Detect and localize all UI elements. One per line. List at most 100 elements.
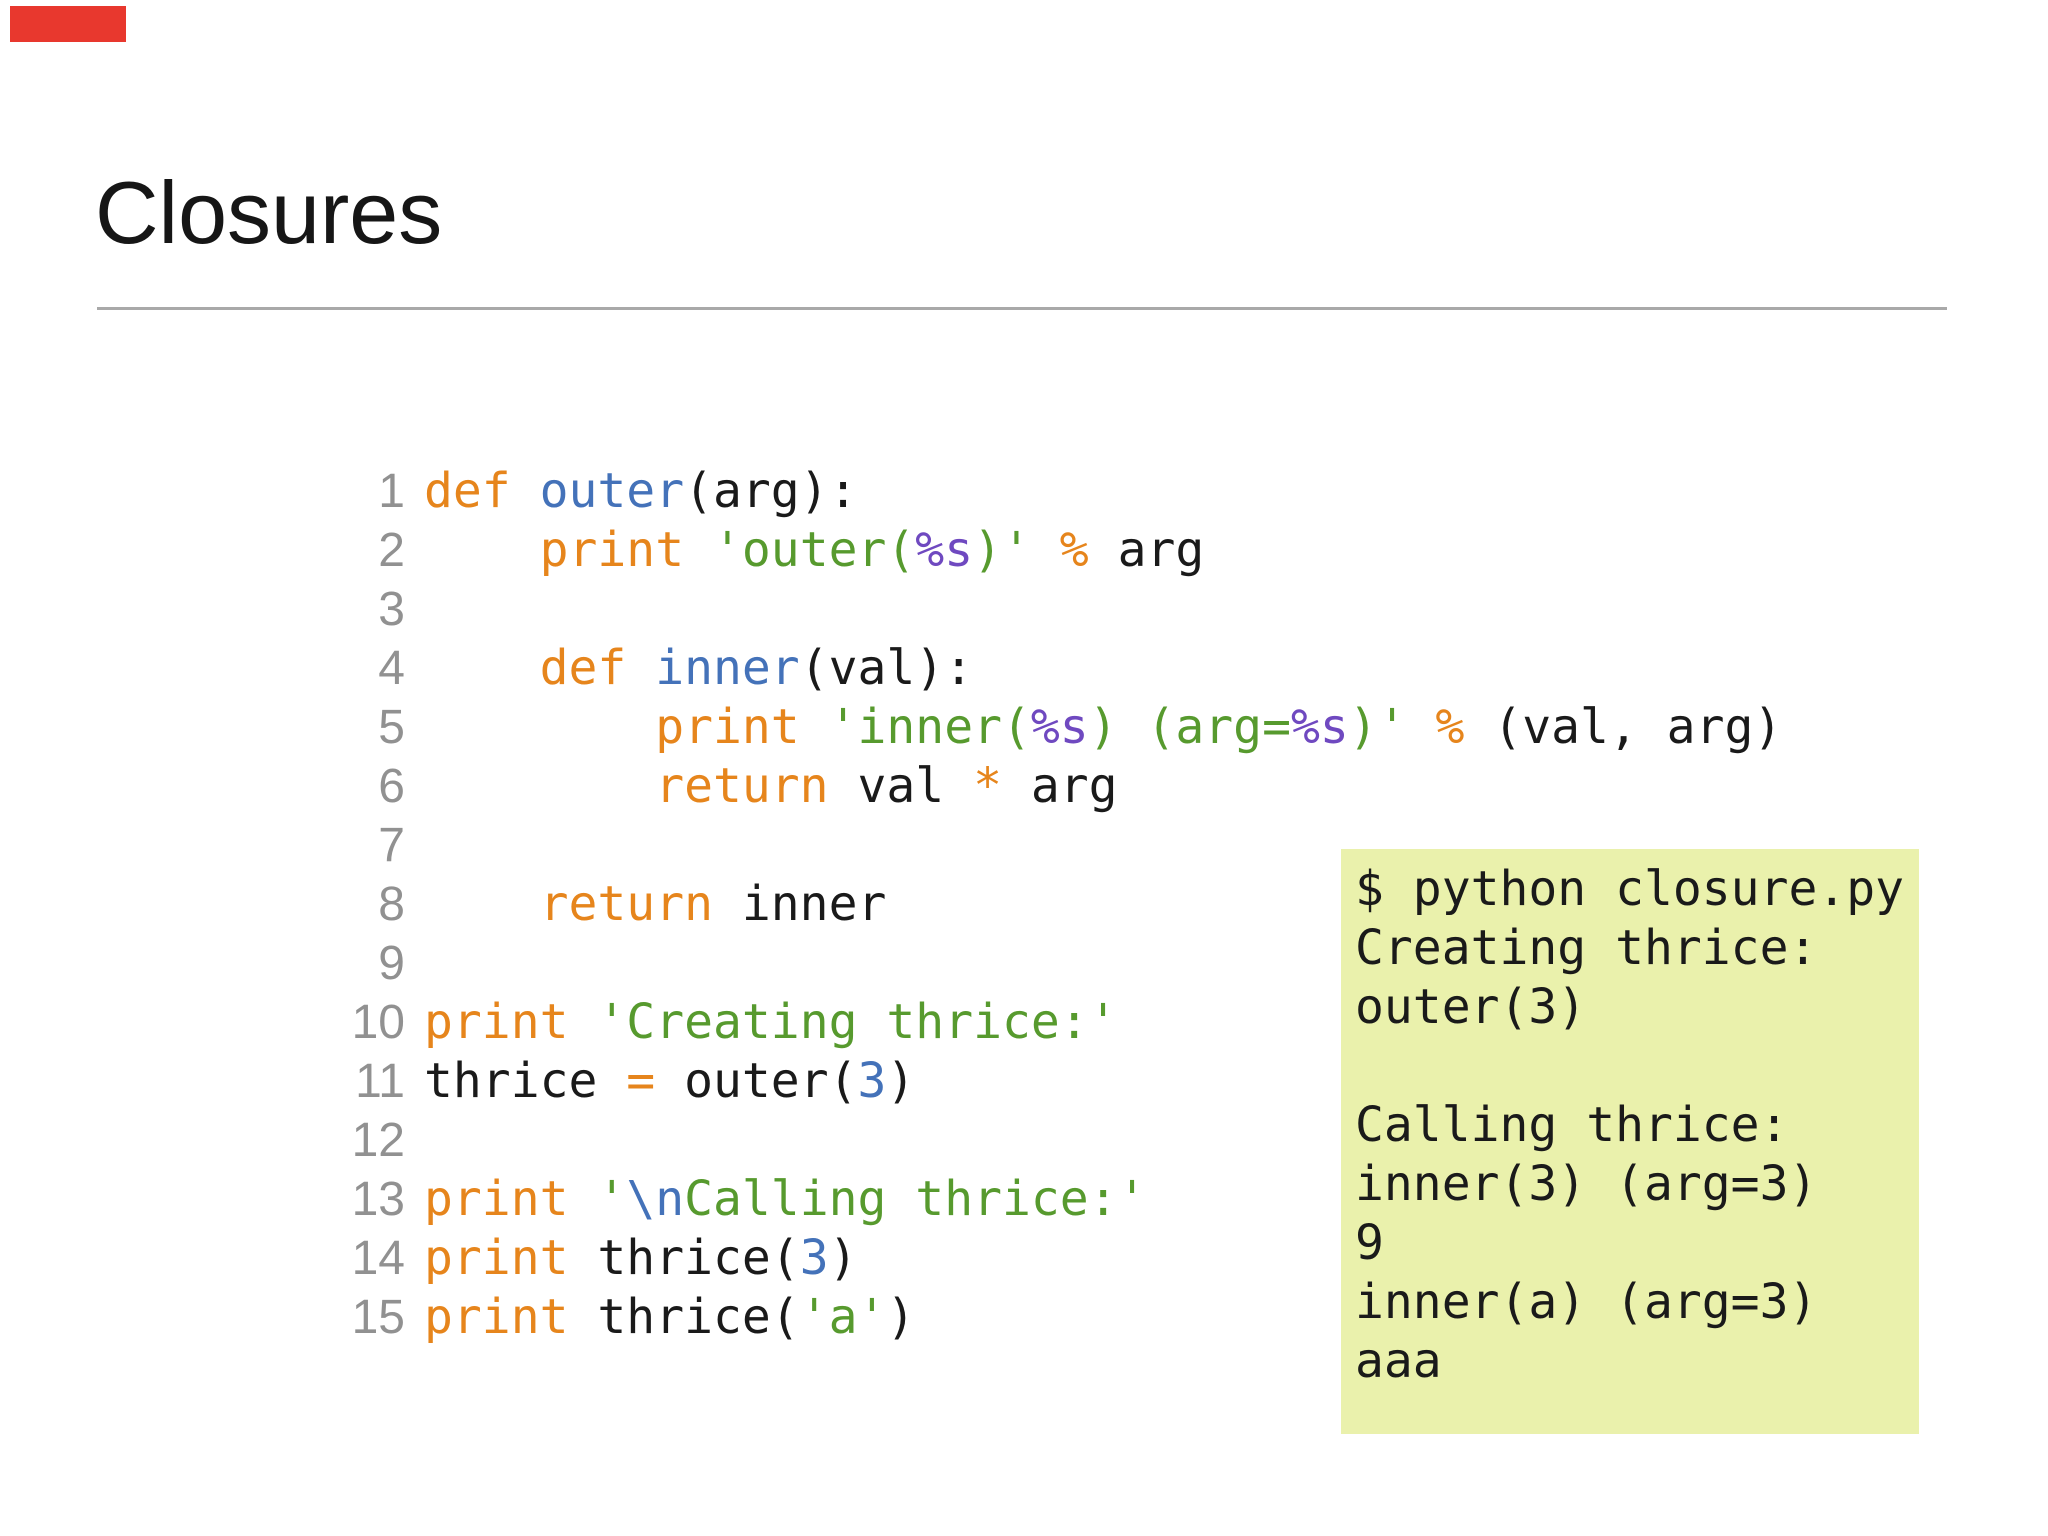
code-text: return inner bbox=[424, 875, 887, 934]
code-token bbox=[684, 522, 713, 578]
code-token bbox=[1407, 699, 1436, 755]
code-text: print '\nCalling thrice:' bbox=[424, 1170, 1146, 1229]
code-token: return bbox=[655, 758, 829, 814]
line-number: 1 bbox=[378, 465, 405, 518]
terminal-line: Creating thrice: bbox=[1355, 920, 1818, 976]
code-token: (val, arg) bbox=[1464, 699, 1783, 755]
code-token: outer bbox=[539, 463, 685, 519]
code-token bbox=[424, 876, 540, 932]
code-token bbox=[511, 463, 540, 519]
code-line: 4 def inner(val): bbox=[345, 639, 1782, 698]
code-token: 'Creating thrice:' bbox=[597, 994, 1118, 1050]
code-token bbox=[569, 994, 598, 1050]
line-number: 5 bbox=[378, 701, 405, 754]
code-line: 8 return inner bbox=[345, 875, 1782, 934]
line-number: 2 bbox=[378, 524, 405, 577]
code-line: 9 bbox=[345, 934, 1782, 993]
code-token: 3 bbox=[799, 1230, 829, 1286]
line-number: 7 bbox=[378, 819, 405, 872]
terminal-line: inner(3) (arg=3) bbox=[1355, 1156, 1818, 1212]
line-number: 13 bbox=[351, 1173, 405, 1226]
code-text: thrice = outer(3) bbox=[424, 1052, 915, 1111]
code-line: 1 def outer(arg): bbox=[345, 462, 1782, 521]
code-line: 11 thrice = outer(3) bbox=[345, 1052, 1782, 1111]
code-token: outer( bbox=[655, 1053, 858, 1109]
code-token: * bbox=[973, 758, 1002, 814]
code-text: print 'inner(%s) (arg=%s)' % (val, arg) bbox=[424, 698, 1782, 757]
terminal-line: aaa bbox=[1355, 1333, 1442, 1389]
code-token: )' bbox=[1348, 699, 1407, 755]
code-token: print bbox=[539, 522, 685, 578]
code-token: 3 bbox=[857, 1053, 887, 1109]
code-line: 5 print 'inner(%s) (arg=%s)' % (val, arg… bbox=[345, 698, 1782, 757]
code-line: 12 bbox=[345, 1111, 1782, 1170]
code-token: return bbox=[539, 876, 713, 932]
code-token: %s bbox=[1030, 699, 1089, 755]
code-token: ) bbox=[886, 1289, 916, 1345]
code-token: = bbox=[626, 1053, 656, 1109]
code-text: print 'Creating thrice:' bbox=[424, 993, 1118, 1052]
line-number: 9 bbox=[378, 937, 405, 990]
code-token: %s bbox=[915, 522, 974, 578]
code-token bbox=[626, 640, 655, 696]
terminal-line: inner(a) (arg=3) bbox=[1355, 1274, 1818, 1330]
title-divider bbox=[97, 307, 1947, 310]
code-token: inner bbox=[712, 876, 887, 932]
code-token: print bbox=[424, 1289, 569, 1345]
code-token: %s bbox=[1290, 699, 1349, 755]
code-token bbox=[424, 522, 540, 578]
code-text bbox=[424, 934, 453, 993]
progress-marker bbox=[10, 6, 126, 42]
terminal-line bbox=[1355, 1037, 1905, 1096]
code-text: print thrice(3) bbox=[424, 1229, 858, 1288]
line-number: 10 bbox=[351, 996, 405, 1049]
code-token: ' bbox=[597, 1171, 627, 1227]
code-token: def bbox=[424, 463, 511, 519]
code-token: ) (arg= bbox=[1088, 699, 1291, 755]
code-token: 'outer( bbox=[713, 522, 916, 578]
code-token: def bbox=[539, 640, 627, 696]
code-token: print bbox=[424, 994, 569, 1050]
code-text bbox=[424, 580, 453, 639]
code-token: 'a' bbox=[799, 1289, 887, 1345]
code-token: Calling thrice:' bbox=[684, 1171, 1147, 1227]
code-token bbox=[569, 1171, 598, 1227]
line-number: 11 bbox=[355, 1055, 405, 1108]
terminal-line: Calling thrice: bbox=[1355, 1097, 1789, 1153]
terminal-line: outer(3) bbox=[1355, 979, 1587, 1035]
code-line: 7 bbox=[345, 816, 1782, 875]
code-line: 13 print '\nCalling thrice:' bbox=[345, 1170, 1782, 1229]
code-token: thrice( bbox=[568, 1289, 800, 1345]
code-token: % bbox=[1435, 699, 1465, 755]
code-token: (arg): bbox=[684, 463, 858, 519]
line-number: 12 bbox=[351, 1114, 405, 1167]
code-text: return val * arg bbox=[424, 757, 1118, 816]
code-text: def outer(arg): bbox=[424, 462, 858, 521]
line-number: 14 bbox=[351, 1232, 405, 1285]
code-token bbox=[1031, 522, 1060, 578]
code-line: 2 print 'outer(%s)' % arg bbox=[345, 521, 1782, 580]
code-text: def inner(val): bbox=[424, 639, 974, 698]
code-token bbox=[800, 699, 829, 755]
code-token: ) bbox=[886, 1053, 916, 1109]
code-token: ) bbox=[828, 1230, 858, 1286]
code-token: \n bbox=[626, 1171, 685, 1227]
code-token bbox=[424, 758, 655, 814]
line-number: 3 bbox=[378, 583, 405, 636]
line-number: 6 bbox=[378, 760, 405, 813]
code-line: 6 return val * arg bbox=[345, 757, 1782, 816]
terminal-line: 9 bbox=[1355, 1215, 1384, 1271]
code-token: print bbox=[655, 699, 800, 755]
line-number: 8 bbox=[378, 878, 405, 931]
code-token: arg bbox=[1001, 758, 1118, 814]
code-token: 'inner( bbox=[828, 699, 1031, 755]
code-token: arg bbox=[1088, 522, 1205, 578]
code-text bbox=[424, 816, 453, 875]
code-text bbox=[424, 1111, 453, 1170]
code-token bbox=[424, 640, 540, 696]
code-line: 10 print 'Creating thrice:' bbox=[345, 993, 1782, 1052]
code-token: thrice bbox=[424, 1053, 627, 1109]
